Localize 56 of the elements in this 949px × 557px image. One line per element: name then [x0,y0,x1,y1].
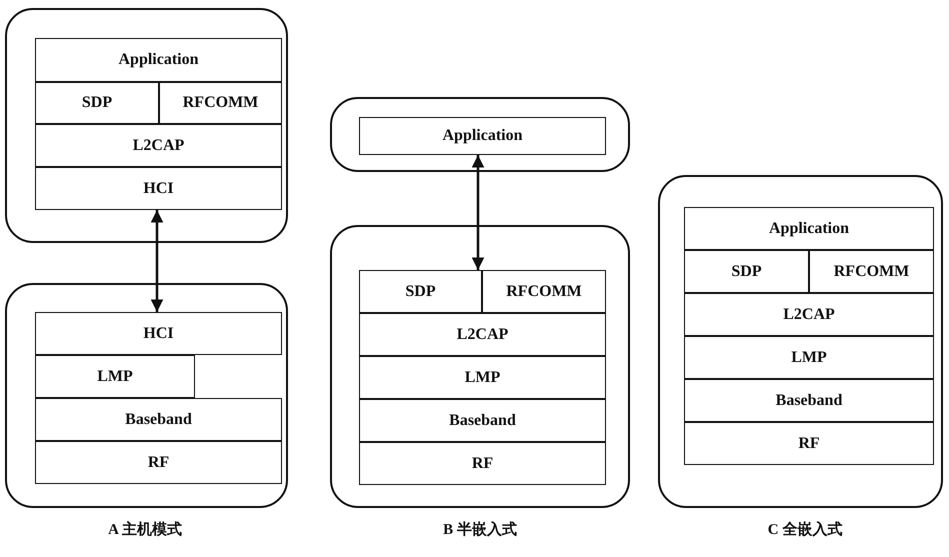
layer-box [482,270,606,313]
rounded-container [330,97,630,172]
caption: B 半嵌入式 [443,520,517,539]
layer-label: L2CAP [782,306,836,324]
layer-label: Baseband [448,412,517,430]
layer-label: Application [117,51,200,69]
layer-box [684,293,934,336]
layer-box [684,336,934,379]
layer-box [684,422,934,465]
layer-label: SDP [404,282,437,300]
layer-label: Baseband [774,392,844,410]
layer-label: HCI [142,324,175,342]
layer-box [35,82,159,124]
layer-box [35,167,282,210]
layer-label: RFCOMM [832,262,910,280]
layer-box [684,250,809,293]
layer-box [159,82,282,124]
caption: C 全嵌入式 [768,520,842,539]
layer-label: Application [768,220,850,238]
layer-box [359,270,482,313]
layer-label: RF [470,454,494,472]
layer-box [35,124,282,167]
rounded-container [5,8,288,243]
layer-box [35,398,282,441]
layer-box [684,207,934,250]
layer-label: LMP [790,348,828,366]
caption: A 主机模式 [108,520,182,539]
layer-label: LMP [96,368,134,386]
rounded-container [658,175,943,508]
layer-label: RFCOMM [182,94,260,112]
layer-box [35,441,282,484]
layer-box [684,379,934,422]
layer-label: L2CAP [456,326,510,344]
rounded-container [330,225,630,508]
layer-label: SDP [80,94,114,112]
layer-box [35,38,282,82]
layer-box [359,117,606,155]
layer-label: RF [797,434,821,452]
layer-label: LMP [464,368,502,386]
layer-box [35,355,195,398]
layer-label: L2CAP [132,136,186,154]
layer-box [809,250,934,293]
layer-label: RF [146,454,170,472]
rounded-container [5,283,288,508]
layer-label: Baseband [124,410,193,428]
layer-box [359,356,606,399]
layer-box [359,399,606,442]
arrow [150,210,164,312]
arrow [472,155,484,270]
layer-box [359,313,606,356]
layer-label: SDP [730,262,763,280]
layer-label: RFCOMM [505,282,583,300]
layer-label: Application [441,127,524,145]
layer-box [35,312,282,355]
layer-label: HCI [142,180,175,198]
layer-box [359,442,606,485]
